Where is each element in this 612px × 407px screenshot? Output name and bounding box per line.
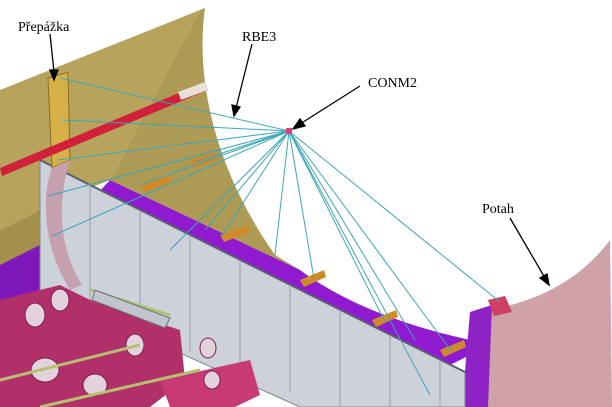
callout-arrows [49, 33, 550, 287]
rbe3-element-lines [47, 77, 501, 396]
label-skin: Potah [482, 202, 514, 217]
skin-panel-right-edge [462, 305, 492, 407]
bulkhead-curve [45, 160, 82, 290]
label-rbe3: RBE3 [242, 30, 277, 45]
red-rod-end [178, 82, 208, 100]
rib-lug-grey [91, 289, 171, 329]
label-bulkhead: Přepážka [18, 20, 70, 35]
rib-lightening-holes [24, 288, 221, 397]
spar-web-top-flange [39, 159, 466, 373]
skin-curve-olive [110, 8, 300, 270]
label-conm2: CONM2 [368, 76, 418, 91]
conm2-node [286, 128, 292, 134]
spar-stiffeners [89, 185, 441, 407]
skin-right-cap [488, 296, 512, 316]
red-rod [0, 82, 208, 176]
skin-panel-right [475, 240, 612, 407]
